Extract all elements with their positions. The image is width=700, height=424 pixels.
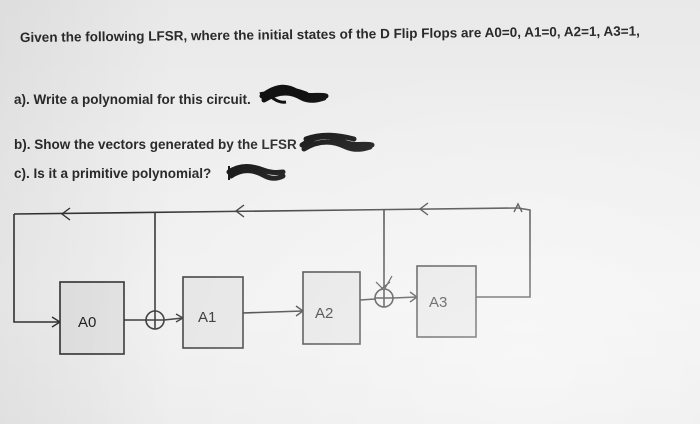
label-a2: A2 (315, 305, 333, 322)
feedback-left-wire (13, 214, 60, 323)
feedback-top-wire (13, 207, 519, 215)
wire-a1-a2 (242, 310, 304, 314)
wire-a2-xor2 (359, 298, 376, 301)
feedback-right-wire (476, 207, 531, 298)
xor-gate-1 (145, 310, 165, 330)
label-a1: A1 (198, 309, 216, 326)
label-a3: A3 (429, 294, 447, 311)
wire-xor2-a3 (392, 296, 418, 299)
label-a0: A0 (78, 314, 96, 331)
